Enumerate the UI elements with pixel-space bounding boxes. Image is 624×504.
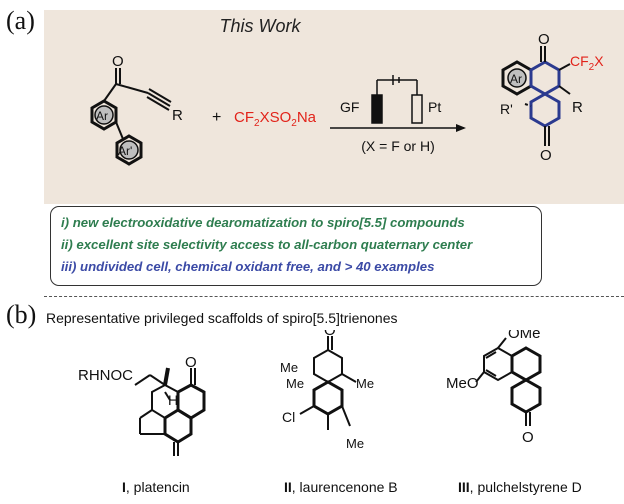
product-spiro-trienone <box>501 46 571 146</box>
electrochemical-cell-icon <box>371 75 423 124</box>
highlight-item-3: iii) undivided cell, chemical oxidant fr… <box>61 259 435 274</box>
product-bottom-o: O <box>540 147 552 164</box>
compound-2-name: II, laurencenone B <box>284 479 398 495</box>
natural-product-structures: O RHNOC H I, platencin O Me Me Me Me Cl … <box>78 330 582 495</box>
reactant-carbonyl-o: O <box>112 53 124 70</box>
compound-2-me-1: Me <box>280 360 298 375</box>
compound-3-structure <box>475 337 542 426</box>
reactant-biaryl-ynone <box>90 68 172 166</box>
compound-1-rhnoc: RHNOC <box>78 367 133 384</box>
compound-3-name: III, pulchelstyrene D <box>458 479 582 495</box>
reaction-scheme: O Ar Ar' R + CF2XSO2Na GF Pt (X = F or H… <box>90 31 604 166</box>
product-ring-aromatic-mark <box>507 68 527 88</box>
compound-3-o: O <box>522 429 534 446</box>
compound-1-structure <box>134 367 206 456</box>
reaction-arrow <box>330 124 466 132</box>
compound-2-me-4: Me <box>346 436 364 451</box>
compound-2-o: O <box>324 330 336 339</box>
compound-1-name: I, platencin <box>122 479 190 495</box>
reagent-formula: CF2XSO2Na <box>234 109 317 129</box>
compound-2-structure <box>299 336 357 430</box>
product-cf2x-label: CF2X <box>570 53 604 73</box>
condition-text: (X = F or H) <box>361 138 435 154</box>
product-top-o: O <box>538 31 550 48</box>
part-b-caption: Representative privileged scaffolds of s… <box>46 310 398 326</box>
reactant-r-label: R <box>172 107 183 124</box>
scheme-title: This Work <box>219 16 301 36</box>
product-r-label: R <box>572 99 583 116</box>
highlights-box: i) new electrooxidative dearomatization … <box>50 206 542 286</box>
product-rprime-label: R' <box>500 101 513 117</box>
plus-sign: + <box>212 109 221 126</box>
section-divider <box>44 296 624 297</box>
part-b-label: (b) <box>6 300 37 329</box>
compound-2-me-3: Me <box>356 376 374 391</box>
cathode-label: Pt <box>428 99 441 115</box>
reactant-ring-aromatic-marks <box>94 105 139 160</box>
part-a-label: (a) <box>6 6 35 35</box>
reactant-ar-label: Ar <box>96 109 108 123</box>
compound-1-h: H <box>168 392 178 408</box>
highlight-item-1: i) new electrooxidative dearomatization … <box>61 215 465 230</box>
scheme-panel <box>44 10 624 204</box>
compound-3-meo: MeO <box>446 375 479 392</box>
highlight-item-2: ii) excellent site selectivity access to… <box>61 237 473 252</box>
reactant-ar-prime-label: Ar' <box>118 144 132 158</box>
product-ar-label: Ar <box>510 72 522 86</box>
anode-label: GF <box>340 99 359 115</box>
compound-2-cl: Cl <box>282 409 295 425</box>
compound-3-ome: OMe <box>508 330 541 342</box>
compound-2-me-2: Me <box>286 376 304 391</box>
compound-1-o: O <box>185 354 197 371</box>
